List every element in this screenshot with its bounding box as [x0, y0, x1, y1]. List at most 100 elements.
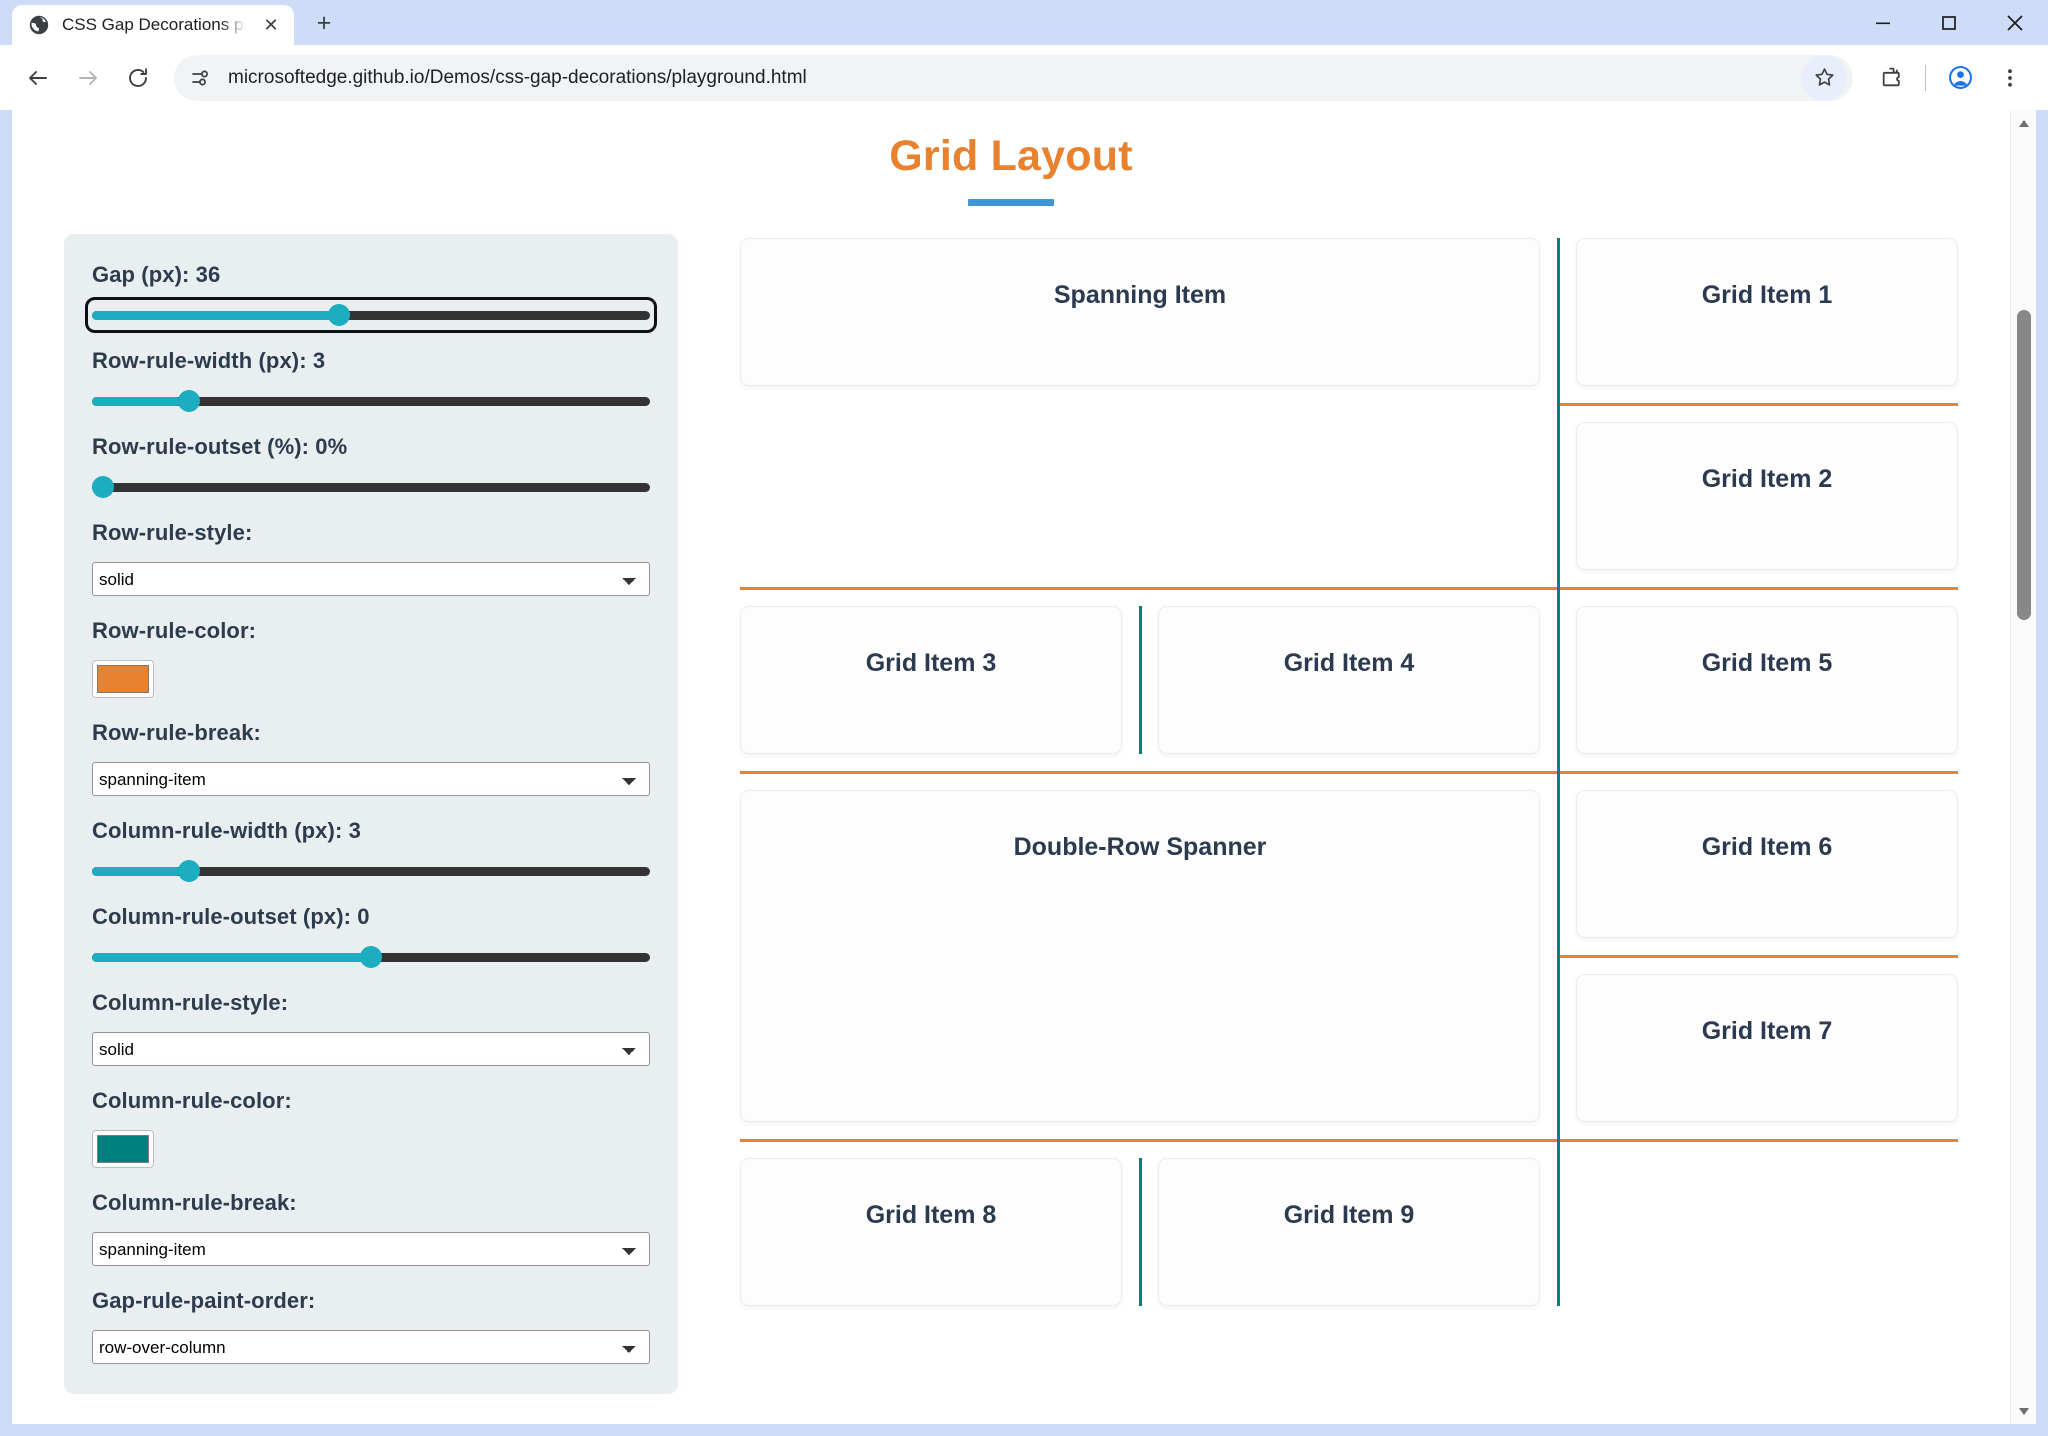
grid-item: Grid Item 6 — [1576, 790, 1958, 938]
minimize-icon[interactable] — [1850, 0, 1916, 45]
slider-column-rule-outset[interactable] — [92, 946, 650, 968]
grid-item-label: Grid Item 9 — [1283, 1201, 1415, 1229]
grid-item-label: Grid Item 5 — [1701, 649, 1833, 677]
control-label-column-rule-break: Column-rule-break: — [92, 1190, 297, 1215]
control-column-rule-width: Column-rule-width (px): 3 — [92, 818, 650, 882]
slider-row-rule-width[interactable] — [92, 390, 650, 412]
slider-thumb[interactable] — [327, 304, 350, 326]
control-label-row-rule-width: Row-rule-width (px): 3 — [92, 348, 326, 373]
address-bar[interactable]: microsoftedge.github.io/Demos/css-gap-de… — [174, 54, 1853, 101]
slider-track — [92, 310, 650, 320]
control-row-rule-color: Row-rule-color: — [92, 618, 650, 698]
grid-item-label: Grid Item 8 — [865, 1201, 997, 1229]
column-rule — [1556, 238, 1560, 1306]
grid-item: Grid Item 7 — [1576, 974, 1958, 1122]
select-row-rule-break[interactable]: nonespanning-itemintersection — [92, 762, 650, 796]
control-column-rule-outset: Column-rule-outset (px): 0 — [92, 904, 650, 968]
slider-thumb[interactable] — [92, 476, 114, 498]
control-row-rule-width: Row-rule-width (px): 3 — [92, 348, 650, 412]
site-settings-icon[interactable] — [180, 58, 220, 98]
control-label-gap-rule-paint-order: Gap-rule-paint-order: — [92, 1288, 316, 1313]
grid-item-label: Grid Item 2 — [1701, 465, 1833, 493]
bookmark-star-icon[interactable] — [1801, 54, 1847, 101]
slider-fill — [92, 310, 338, 320]
control-label-row-rule-style: Row-rule-style: — [92, 520, 253, 545]
title-underline — [968, 199, 1054, 206]
three-dot-menu-icon[interactable] — [1986, 54, 2034, 102]
scroll-down-arrow-icon[interactable] — [2011, 1398, 2036, 1424]
tab-title: CSS Gap Decorations playground — [62, 15, 246, 34]
globe-icon — [28, 14, 50, 36]
browser-toolbar: microsoftedge.github.io/Demos/css-gap-de… — [0, 45, 2048, 110]
scroll-up-arrow-icon[interactable] — [2011, 110, 2036, 136]
grid-item-label: Grid Item 6 — [1701, 833, 1833, 861]
grid-item-label: Grid Item 7 — [1701, 1017, 1833, 1045]
maximize-icon[interactable] — [1916, 0, 1982, 45]
slider-fill — [92, 952, 371, 962]
grid-item: Grid Item 5 — [1576, 606, 1958, 754]
control-row-rule-outset: Row-rule-outset (%): 0% — [92, 434, 650, 498]
grid-item: Grid Item 4 — [1158, 606, 1540, 754]
page-scrollbar[interactable] — [2010, 110, 2036, 1424]
back-arrow-icon[interactable] — [14, 54, 62, 102]
slider-fill — [92, 396, 182, 406]
grid-item: Grid Item 2 — [1576, 422, 1958, 570]
color-swatch — [97, 1135, 149, 1163]
grid-item: Double-Row Spanner — [740, 790, 1540, 1122]
slider-fill — [92, 866, 182, 876]
grid-item: Grid Item 1 — [1576, 238, 1958, 386]
control-label-row-rule-break: Row-rule-break: — [92, 720, 261, 745]
control-column-rule-break: Column-rule-break: nonespanning-iteminter… — [92, 1190, 650, 1266]
slider-track — [92, 482, 650, 492]
column-rule — [1138, 1158, 1142, 1306]
select-column-rule-break[interactable]: nonespanning-itemintersection — [92, 1232, 650, 1266]
control-row-rule-break: Row-rule-break: nonespanning-itemintersec… — [92, 720, 650, 796]
slider-track — [92, 396, 650, 406]
select-column-rule-style[interactable]: nonesoliddasheddotteddoublegrooveridgein… — [92, 1032, 650, 1066]
slider-track — [92, 866, 650, 876]
url-text: microsoftedge.github.io/Demos/css-gap-de… — [228, 66, 807, 88]
control-gap: Gap (px): 36 — [85, 262, 657, 333]
grid-item: Grid Item 9 — [1158, 1158, 1540, 1306]
profile-avatar-icon[interactable] — [1936, 54, 1984, 102]
slider-column-rule-width[interactable] — [92, 860, 650, 882]
control-column-rule-style: Column-rule-style: nonesoliddasheddottedd… — [92, 990, 650, 1066]
grid-item-label: Grid Item 1 — [1701, 281, 1833, 309]
new-tab-button[interactable]: + — [316, 8, 332, 37]
color-picker-row-rule-color[interactable] — [92, 660, 154, 698]
row-rule — [740, 586, 1958, 590]
slider-thumb[interactable] — [360, 946, 382, 968]
slider-row-rule-outset[interactable] — [92, 476, 650, 498]
scrollbar-thumb[interactable] — [2017, 310, 2031, 620]
slider-gap[interactable] — [85, 297, 657, 333]
control-label-row-rule-color: Row-rule-color: — [92, 618, 257, 643]
close-icon[interactable] — [1982, 0, 2048, 45]
select-row-rule-style[interactable]: nonesoliddasheddotteddoublegrooveridgein… — [92, 562, 650, 596]
control-label-column-rule-style: Column-rule-style: — [92, 990, 289, 1015]
slider-thumb[interactable] — [177, 390, 200, 412]
select-gap-rule-paint-order[interactable]: row-over-columncolumn-over-row — [92, 1330, 650, 1364]
control-label-column-rule-color: Column-rule-color: — [92, 1088, 292, 1113]
color-swatch — [97, 665, 149, 693]
row-rule — [740, 1138, 1958, 1142]
color-picker-column-rule-color[interactable] — [92, 1130, 154, 1168]
tab-close-icon[interactable]: ✕ — [263, 14, 279, 35]
row-rule — [1559, 402, 1958, 406]
browser-tab[interactable]: CSS Gap Decorations playground ✕ — [12, 5, 294, 45]
grid-item-label: Double-Row Spanner — [1013, 833, 1267, 861]
extensions-puzzle-icon[interactable] — [1867, 54, 1915, 102]
page-layout: Gap (px): 36 Row-rule-width (px): 3 Row-ru… — [64, 234, 1958, 1394]
toolbar-divider — [1925, 64, 1926, 91]
grid-item: Grid Item 3 — [740, 606, 1122, 754]
slider-thumb[interactable] — [177, 860, 200, 882]
window-controls — [1850, 0, 2048, 45]
reload-icon[interactable] — [114, 54, 162, 102]
control-row-rule-style: Row-rule-style: nonesoliddasheddotteddoub… — [92, 520, 650, 596]
control-label-row-rule-outset: Row-rule-outset (%): 0% — [92, 434, 348, 459]
control-column-rule-color: Column-rule-color: — [92, 1088, 650, 1168]
